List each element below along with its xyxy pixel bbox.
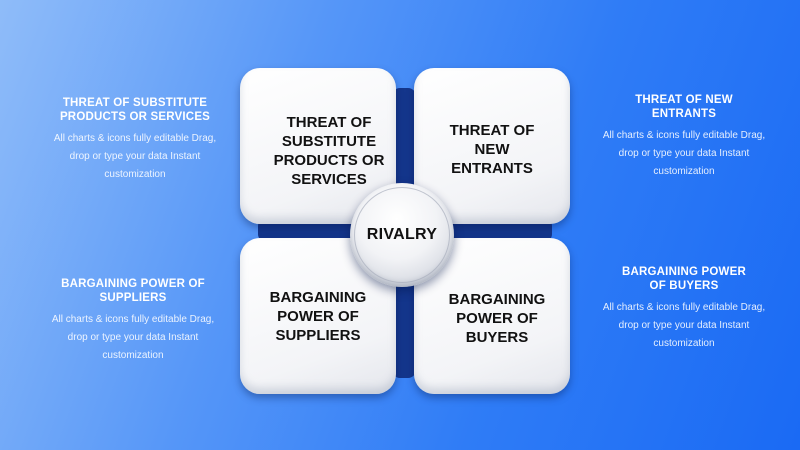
side-note-description: All charts & icons fully editable Drag, … xyxy=(53,133,217,180)
side-note-title: THREAT OF SUBSTITUTE PRODUCTS OR SERVICE… xyxy=(59,97,211,123)
side-note-substitutes: THREAT OF SUBSTITUTE PRODUCTS OR SERVICE… xyxy=(40,96,230,184)
side-note-buyers: BARGAINING POWER OF BUYERS All charts & … xyxy=(594,265,774,353)
tile-buyers: BARGAINING POWER OF BUYERS xyxy=(414,238,570,394)
tile-label: THREAT OF NEW ENTRANTS xyxy=(449,121,535,177)
rivalry-label: RIVALRY xyxy=(366,226,438,243)
side-note-title: BARGAINING POWER OF SUPPLIERS xyxy=(61,278,205,304)
tile-new-entrants: THREAT OF NEW ENTRANTS xyxy=(414,68,570,224)
side-note-new-entrants: THREAT OF NEW ENTRANTS All charts & icon… xyxy=(594,93,774,181)
rivalry-circle: RIVALRY xyxy=(350,183,454,287)
tile-suppliers: BARGAINING POWER OF SUPPLIERS xyxy=(240,238,396,394)
side-note-title: THREAT OF NEW ENTRANTS xyxy=(635,94,733,120)
side-note-description: All charts & icons fully editable Drag, … xyxy=(51,314,215,361)
side-note-suppliers: BARGAINING POWER OF SUPPLIERS All charts… xyxy=(38,277,228,365)
side-note-title: BARGAINING POWER OF BUYERS xyxy=(622,266,746,292)
tile-label: BARGAINING POWER OF BUYERS xyxy=(448,290,546,346)
side-note-description: All charts & icons fully editable Drag, … xyxy=(602,302,766,349)
tile-label: BARGAINING POWER OF SUPPLIERS xyxy=(269,288,367,344)
tile-label: THREAT OF SUBSTITUTE PRODUCTS OR SERVICE… xyxy=(273,114,385,188)
side-note-description: All charts & icons fully editable Drag, … xyxy=(602,130,766,177)
rivalry-ring xyxy=(354,187,450,283)
five-forces-matrix: THREAT OF SUBSTITUTE PRODUCTS OR SERVICE… xyxy=(238,68,572,394)
